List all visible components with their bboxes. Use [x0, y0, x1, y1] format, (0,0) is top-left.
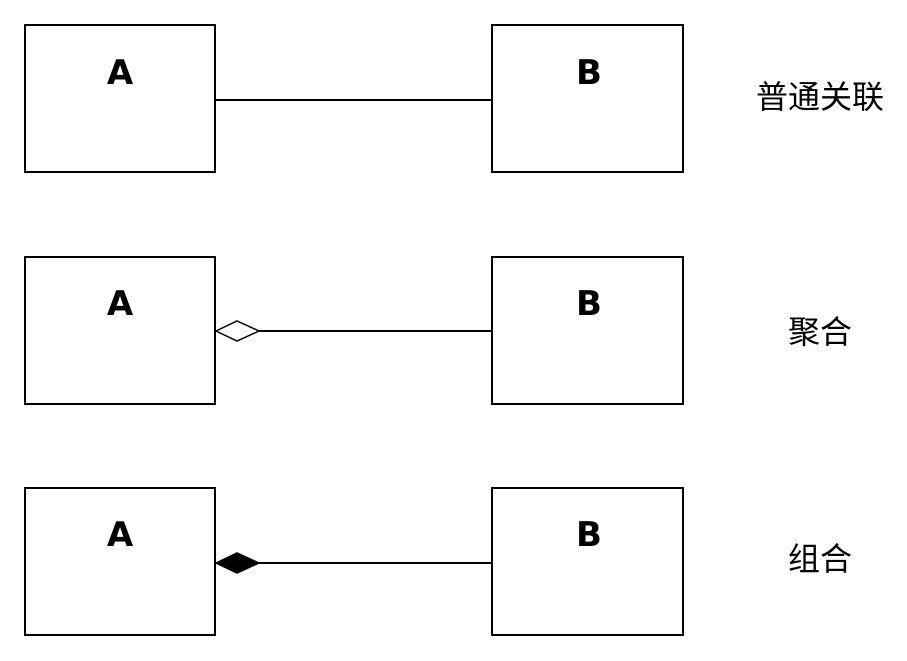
composition-row: A B 组合	[24, 487, 852, 636]
class-box-a-label: A	[107, 53, 134, 93]
association-row: A B 普通关联	[24, 24, 884, 173]
composition-label: 组合	[788, 540, 852, 578]
association-label: 普通关联	[756, 78, 884, 116]
aggregation-row: A B 聚合	[24, 256, 852, 405]
class-box-a	[24, 256, 216, 405]
class-box-b	[491, 24, 684, 173]
filled-diamond-icon	[214, 552, 261, 574]
class-box-a	[24, 24, 216, 173]
hollow-diamond-icon	[214, 320, 261, 342]
class-box-b-label: B	[576, 284, 602, 324]
class-box-a	[24, 487, 216, 636]
class-box-a-label: A	[107, 515, 134, 555]
aggregation-label: 聚合	[788, 313, 852, 351]
class-box-b	[491, 487, 684, 636]
class-box-b	[491, 256, 684, 405]
class-box-b-label: B	[576, 53, 602, 93]
class-box-a-label: A	[107, 284, 134, 324]
class-box-b-label: B	[576, 515, 602, 555]
